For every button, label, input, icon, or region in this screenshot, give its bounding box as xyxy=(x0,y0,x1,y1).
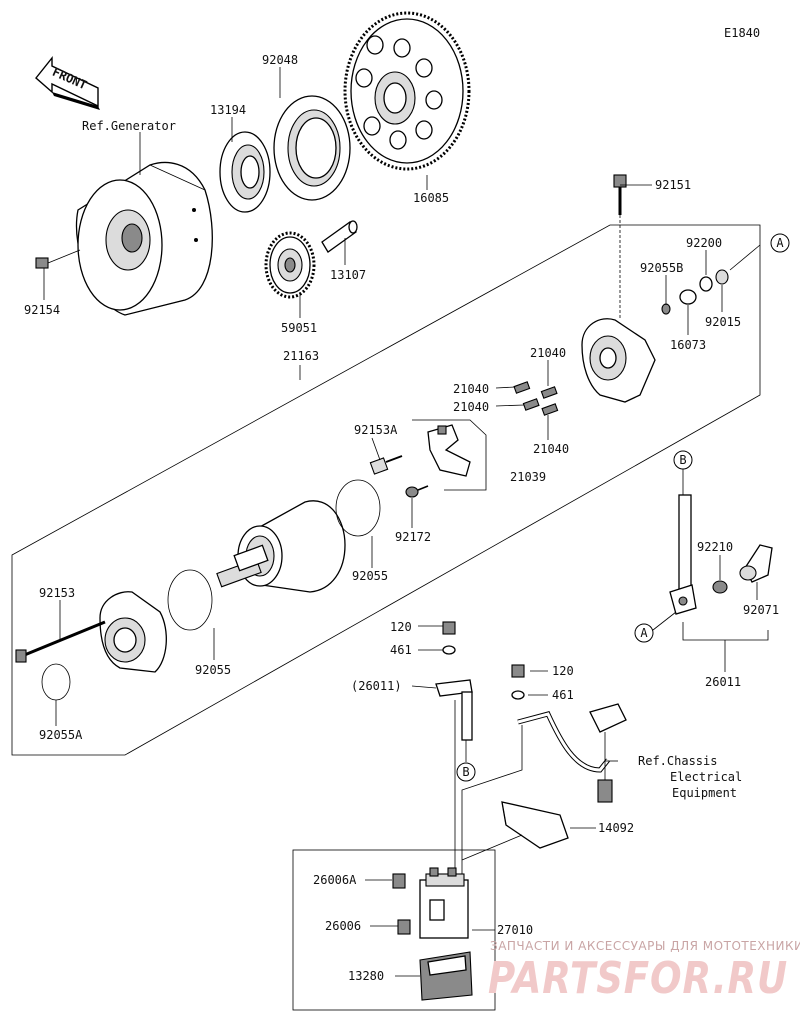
front-direction-arrow: FRONT xyxy=(35,56,100,110)
part-21039-label: 21039 xyxy=(510,470,546,484)
marker-b-top: B xyxy=(673,450,693,470)
nut-92015 xyxy=(715,269,729,285)
bolt-120-right xyxy=(511,664,525,678)
marker-a-bottom: A xyxy=(634,623,654,643)
bolt-120-left xyxy=(442,621,456,635)
collar-16073 xyxy=(679,289,697,305)
part-92015-label: 92015 xyxy=(705,315,741,329)
o-ring-92055-upper xyxy=(335,479,381,537)
svg-text:B: B xyxy=(462,765,469,779)
ref-chassis-line3: Equipment xyxy=(672,786,737,800)
part-16085-label: 16085 xyxy=(413,191,449,205)
part-92055-label-lower: 92055 xyxy=(195,663,231,677)
part-26011-label: 26011 xyxy=(705,675,741,689)
o-ring-92055A xyxy=(41,663,71,701)
part-21040-label-left-lower: 21040 xyxy=(453,400,489,414)
washer-461-left xyxy=(442,645,456,655)
part-92153-label: 92153 xyxy=(39,586,75,600)
front-end-cover xyxy=(99,591,167,673)
part-21163-label: 21163 xyxy=(283,349,319,363)
part-27010-label: 27010 xyxy=(497,923,533,937)
fuse-26006 xyxy=(397,919,411,935)
shaft-13107 xyxy=(321,220,358,253)
part-461-label-right: 461 xyxy=(552,688,574,702)
screw-92153A xyxy=(369,455,403,475)
o-ring-92055B xyxy=(661,303,671,315)
part-92210-label: 92210 xyxy=(697,540,733,554)
part-120-label-left: 120 xyxy=(390,620,412,634)
ref-generator-label: Ref.Generator xyxy=(82,119,176,133)
ref-chassis-line1: Ref.Chassis xyxy=(638,754,717,768)
starter-cable-26011 xyxy=(669,494,697,615)
rear-end-cover xyxy=(581,318,656,403)
torque-limiter-gear-59051 xyxy=(264,231,316,299)
svg-text:B: B xyxy=(679,453,686,467)
part-16073-label: 16073 xyxy=(670,338,706,352)
part-13280-label: 13280 xyxy=(348,969,384,983)
clutch-holder-92048 xyxy=(273,95,351,201)
brush-holder-21039 xyxy=(427,424,471,477)
relay-case-13280 xyxy=(419,951,473,1001)
part-120-label-right: 120 xyxy=(552,664,574,678)
through-bolt-92153 xyxy=(15,620,106,663)
part-92055A-label: 92055A xyxy=(39,728,83,742)
svg-text:A: A xyxy=(776,236,784,250)
one-way-clutch-13194 xyxy=(219,131,271,213)
nut-92210 xyxy=(712,580,728,594)
part-26006-label: 26006 xyxy=(325,919,361,933)
part-92055-label-upper: 92055 xyxy=(352,569,388,583)
part-92048-label: 92048 xyxy=(262,53,298,67)
battery-cable-26011 xyxy=(435,679,473,741)
marker-b-bottom: B xyxy=(456,762,476,782)
brushes-21040 xyxy=(513,381,559,416)
part-13107-label: 13107 xyxy=(330,268,366,282)
part-92154-label: 92154 xyxy=(24,303,60,317)
leader-26011 xyxy=(682,622,769,641)
starter-relay-27010 xyxy=(419,867,469,939)
part-92055B-label: 92055B xyxy=(640,261,683,275)
part-461-label-left: 461 xyxy=(390,643,412,657)
bolt-92151 xyxy=(613,174,627,318)
part-14092-label: 14092 xyxy=(598,821,634,835)
leader-21039 xyxy=(412,419,487,491)
harness-connector-cable xyxy=(517,703,627,803)
part-13194-label: 13194 xyxy=(210,103,246,117)
watermark-logo: PARTSFOR.RU xyxy=(488,953,788,1004)
part-21040-label-bottom: 21040 xyxy=(533,442,569,456)
screw-92172 xyxy=(405,485,429,498)
washer-461-right xyxy=(511,690,525,700)
part-59051-label: 59051 xyxy=(281,321,317,335)
svg-text:A: A xyxy=(640,626,648,640)
starter-motor-body xyxy=(216,500,346,593)
watermark-tagline: ЗАПЧАСТИ И АКСЕССУАРЫ ДЛЯ МОТОТЕХНИКИ xyxy=(490,939,800,953)
part-92200-label: 92200 xyxy=(686,236,722,250)
part-26011-ref-label: (26011) xyxy=(351,679,402,693)
cap-92071 xyxy=(739,544,773,583)
generator-rotor xyxy=(75,161,213,316)
part-92151-label: 92151 xyxy=(655,178,691,192)
bolt-92154 xyxy=(35,249,81,269)
marker-a-top: A xyxy=(770,233,790,253)
ref-chassis-line2: Electrical xyxy=(670,770,742,784)
wire-relay-right xyxy=(461,725,523,878)
starter-gear-16085 xyxy=(343,11,471,171)
o-ring-92055-lower xyxy=(167,569,213,631)
part-21040-label-top: 21040 xyxy=(530,346,566,360)
part-26006A-label: 26006A xyxy=(313,873,357,887)
diagram-code: E1840 xyxy=(724,26,760,40)
fuse-26006A xyxy=(392,873,406,889)
part-21040-label-left-upper: 21040 xyxy=(453,382,489,396)
part-92153A-label: 92153A xyxy=(354,423,398,437)
washer-92200 xyxy=(699,276,713,292)
part-92172-label: 92172 xyxy=(395,530,431,544)
part-92071-label: 92071 xyxy=(743,603,779,617)
starter-assembly-frame xyxy=(11,224,761,756)
relay-cover-14092 xyxy=(501,801,569,849)
